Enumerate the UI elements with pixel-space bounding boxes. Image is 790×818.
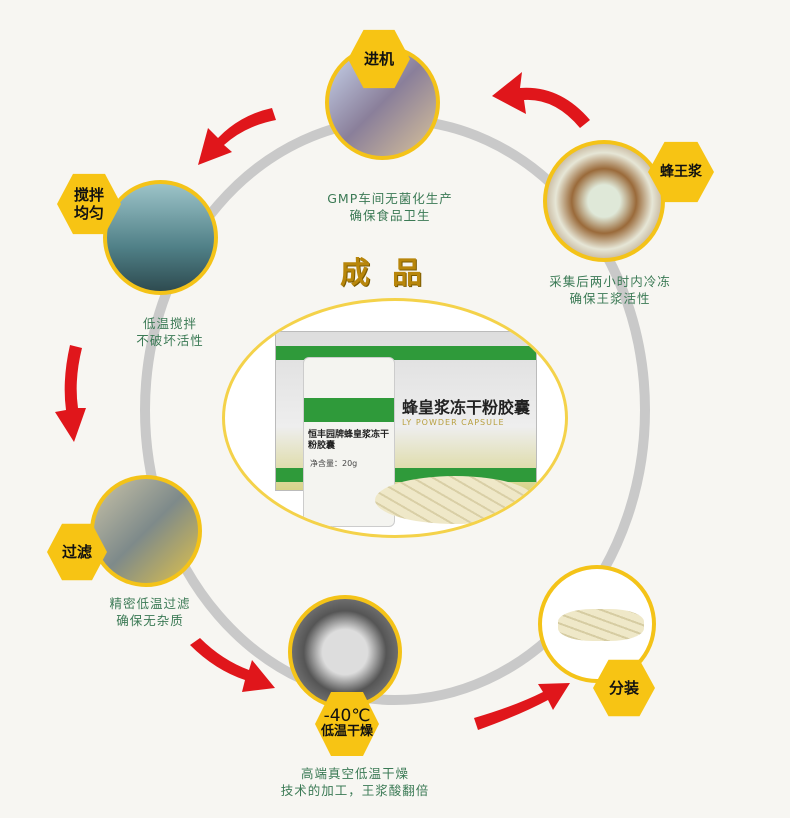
caption-line: 采集后两小时内冷冻	[549, 274, 671, 289]
step-image-freeze-dry	[288, 595, 402, 709]
caption-line: 确保食品卫生	[349, 208, 431, 223]
caption-line: 精密低温过滤	[109, 596, 191, 611]
step-image-royal-jelly	[543, 140, 665, 262]
step-image-mixing	[103, 180, 218, 295]
arrows	[55, 72, 590, 730]
caption-line: 不破坏活性	[136, 333, 204, 348]
step-label: 蜂王浆	[660, 164, 702, 180]
bottle-name: 恒丰园牌蜂皇浆冻干粉胶囊	[308, 430, 390, 451]
step-label: 分装	[608, 679, 639, 697]
page-title: 成品	[340, 256, 444, 291]
caption-line: 高端真空低温干燥	[300, 766, 409, 781]
step-badge-intake: 进机	[348, 29, 410, 89]
bottle-net: 净含量：20g	[310, 459, 358, 468]
step-temp: -40℃	[323, 706, 371, 726]
product-image: 蜂皇浆冻干粉胶囊 LY POWDER CAPSULE 恒丰园牌蜂皇浆冻干粉胶囊 …	[222, 298, 568, 538]
caption-line: GMP车间无菌化生产	[327, 191, 453, 206]
step-caption: GMP车间无菌化生产确保食品卫生	[300, 190, 480, 224]
arrow-icon	[474, 683, 570, 730]
caption-line: 确保王浆活性	[569, 291, 651, 306]
caption-line: 低温搅拌	[142, 316, 197, 331]
step-label: 搅拌均匀	[73, 186, 104, 222]
caption-line: 技术的加工，王浆酸翻倍	[280, 783, 430, 798]
step-label: 进机	[363, 50, 394, 68]
step-caption: 采集后两小时内冷冻确保王浆活性	[520, 273, 700, 307]
step-badge-filter: 过滤	[47, 523, 107, 581]
product-name: 蜂皇浆冻干粉胶囊	[402, 398, 531, 417]
product-english: LY POWDER CAPSULE	[402, 418, 505, 427]
step-caption: 高端真空低温干燥技术的加工，王浆酸翻倍	[260, 765, 450, 799]
caption-line: 确保无杂质	[116, 613, 184, 628]
arrow-icon	[190, 638, 275, 692]
arrow-icon	[55, 345, 86, 442]
capsules	[375, 476, 535, 524]
step-label: 过滤	[61, 543, 92, 561]
arrow-icon	[198, 108, 276, 165]
step-label: 低温干燥	[320, 724, 373, 739]
arrow-icon	[492, 72, 590, 128]
step-caption: 精密低温过滤确保无杂质	[70, 595, 230, 629]
step-caption: 低温搅拌不破坏活性	[90, 315, 250, 349]
step-image-filter	[90, 475, 202, 587]
step-badge-royal-jelly: 蜂王浆	[648, 141, 714, 203]
